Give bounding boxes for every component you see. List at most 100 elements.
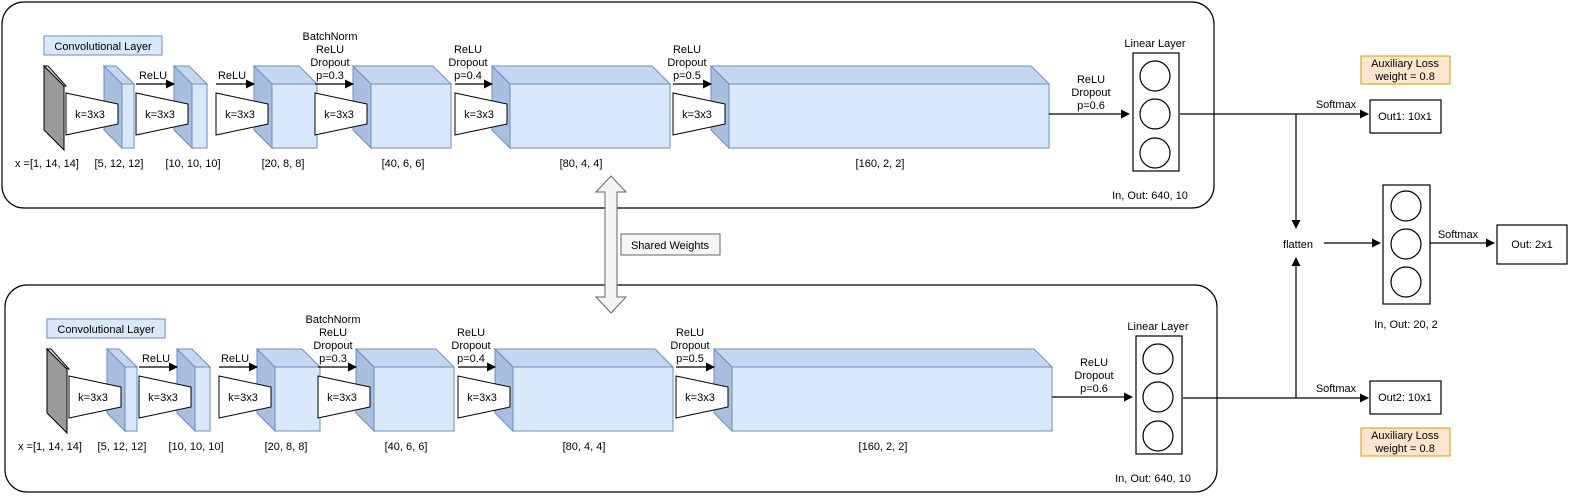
- activation-label: Dropout: [670, 340, 709, 352]
- aux-loss-bottom-line1: Auxiliary Loss: [1371, 430, 1439, 442]
- kernel-trapezoid-2: [135, 92, 189, 136]
- final-out-label: Out: 2x1: [1511, 239, 1553, 251]
- conv-block-5-front: [509, 83, 671, 149]
- input-shape-label: x =[1, 14, 14]: [18, 441, 82, 453]
- conv-block-1-front: [121, 83, 135, 149]
- shape-label-5: [80, 4, 4]: [560, 158, 603, 170]
- out2-label: Out2: 10x1: [1378, 392, 1432, 404]
- linear-neuron: [1142, 381, 1174, 413]
- final-neuron: [1390, 228, 1422, 260]
- kernel-trapezoid-1: [68, 375, 122, 419]
- shape-label-6: [160, 2, 2]: [856, 158, 905, 170]
- linear-neuron: [1139, 98, 1171, 130]
- activation-label: ReLU: [221, 353, 249, 365]
- conv-block-4-front: [370, 83, 452, 149]
- activation-label: ReLU: [673, 44, 701, 56]
- activation-label: p=0.3: [319, 353, 347, 365]
- conv-block-5-top: [493, 348, 675, 368]
- kernel-label: k=3x3: [78, 392, 108, 404]
- activation-label: p=0.4: [457, 353, 485, 365]
- conv-block-4-front: [373, 366, 455, 432]
- kernel-label: k=3x3: [148, 392, 178, 404]
- aux-loss-tag-bottom: [1360, 427, 1451, 457]
- kernel-trapezoid-6: [672, 92, 726, 136]
- shape-label-5: [80, 4, 4]: [563, 441, 606, 453]
- shape-label-6: [160, 2, 2]: [859, 441, 908, 453]
- flatten-label: flatten: [1283, 239, 1313, 251]
- final-linear-io: In, Out: 20, 2: [1374, 319, 1438, 331]
- shape-label-3: [20, 8, 8]: [262, 158, 305, 170]
- linear-neuron: [1139, 60, 1171, 92]
- kernel-trapezoid-3: [218, 375, 272, 419]
- conv-block-5-top: [490, 65, 672, 85]
- kernel-trapezoid-3: [215, 92, 269, 136]
- kernel-label: k=3x3: [682, 109, 712, 121]
- kernel-label: k=3x3: [685, 392, 715, 404]
- shape-label-3: [20, 8, 8]: [265, 441, 308, 453]
- conv-block-2-front: [194, 366, 211, 432]
- activation-label: Dropout: [448, 57, 487, 69]
- softmax-label-bottom: Softmax: [1316, 383, 1357, 395]
- softmax-label-top: Softmax: [1316, 99, 1357, 111]
- aux-loss-top-line2: weight = 0.8: [1374, 71, 1435, 83]
- activation-label: ReLU: [457, 327, 485, 339]
- activation-label: ReLU: [218, 70, 246, 82]
- conv-block-3-front: [271, 83, 318, 149]
- shared-weights-tag: [620, 233, 721, 256]
- conv-layer-legend: [46, 318, 166, 339]
- activation-label: p=0.5: [673, 70, 701, 82]
- softmax-label-final: Softmax: [1438, 229, 1479, 241]
- out1-box: [1369, 99, 1442, 134]
- shape-label-2: [10, 10, 10]: [168, 441, 223, 453]
- aux-loss-top-line1: Auxiliary Loss: [1371, 58, 1439, 70]
- final-out-box: [1496, 224, 1568, 265]
- activation-label: Dropout: [313, 340, 352, 352]
- conv-block-6-top: [712, 348, 1054, 368]
- activation-label: ReLU: [676, 327, 704, 339]
- kernel-label: k=3x3: [467, 392, 497, 404]
- kernel-trapezoid-5: [454, 92, 508, 136]
- activation-label: Dropout: [310, 57, 349, 69]
- out1-label: Out1: 10x1: [1378, 111, 1432, 123]
- shared-weights-arrow: [594, 175, 628, 314]
- shape-label-4: [40, 6, 6]: [385, 441, 428, 453]
- conv-block-5-front: [512, 366, 674, 432]
- linear-layer-title: Linear Layer: [1127, 321, 1188, 333]
- conv-block-4-top: [354, 348, 456, 368]
- conv-layer-legend-label: Convolutional Layer: [54, 41, 152, 53]
- activation-label: ReLU: [139, 70, 167, 82]
- input-slab-edge: [42, 65, 68, 87]
- shape-label-2: [10, 10, 10]: [165, 158, 220, 170]
- kernel-trapezoid-1: [65, 92, 119, 136]
- shared-weights-label: Shared Weights: [631, 240, 710, 252]
- activation-label: BatchNorm: [305, 314, 360, 326]
- aux-loss-tag-top: [1360, 55, 1451, 85]
- shape-label-1: [5, 12, 12]: [98, 441, 147, 453]
- activation-label: ReLU: [142, 353, 170, 365]
- activation-label: ReLU: [1077, 74, 1105, 86]
- conv-block-2-front: [191, 83, 208, 149]
- kernel-label: k=3x3: [464, 109, 494, 121]
- activation-label: Dropout: [1074, 370, 1113, 382]
- kernel-trapezoid-5: [457, 375, 511, 419]
- activation-label: ReLU: [454, 44, 482, 56]
- conv-layer-legend: [43, 35, 163, 56]
- linear-neuron: [1142, 343, 1174, 375]
- activation-label: ReLU: [1080, 357, 1108, 369]
- kernel-trapezoid-2: [138, 375, 192, 419]
- conv-block-6-top: [709, 65, 1051, 85]
- kernel-trapezoid-4: [314, 92, 368, 136]
- conv-block-4-top: [351, 65, 453, 85]
- shape-label-1: [5, 12, 12]: [95, 158, 144, 170]
- linear-neuron: [1139, 137, 1171, 169]
- input-slab-edge: [45, 348, 71, 370]
- activation-label: p=0.6: [1077, 100, 1105, 112]
- input-shape-label: x =[1, 14, 14]: [15, 158, 79, 170]
- kernel-label: k=3x3: [145, 109, 175, 121]
- linear-io-label: In, Out: 640, 10: [1112, 190, 1188, 202]
- activation-label: Dropout: [667, 57, 706, 69]
- activation-label: Dropout: [1071, 87, 1110, 99]
- linear-io-label: In, Out: 640, 10: [1115, 473, 1191, 485]
